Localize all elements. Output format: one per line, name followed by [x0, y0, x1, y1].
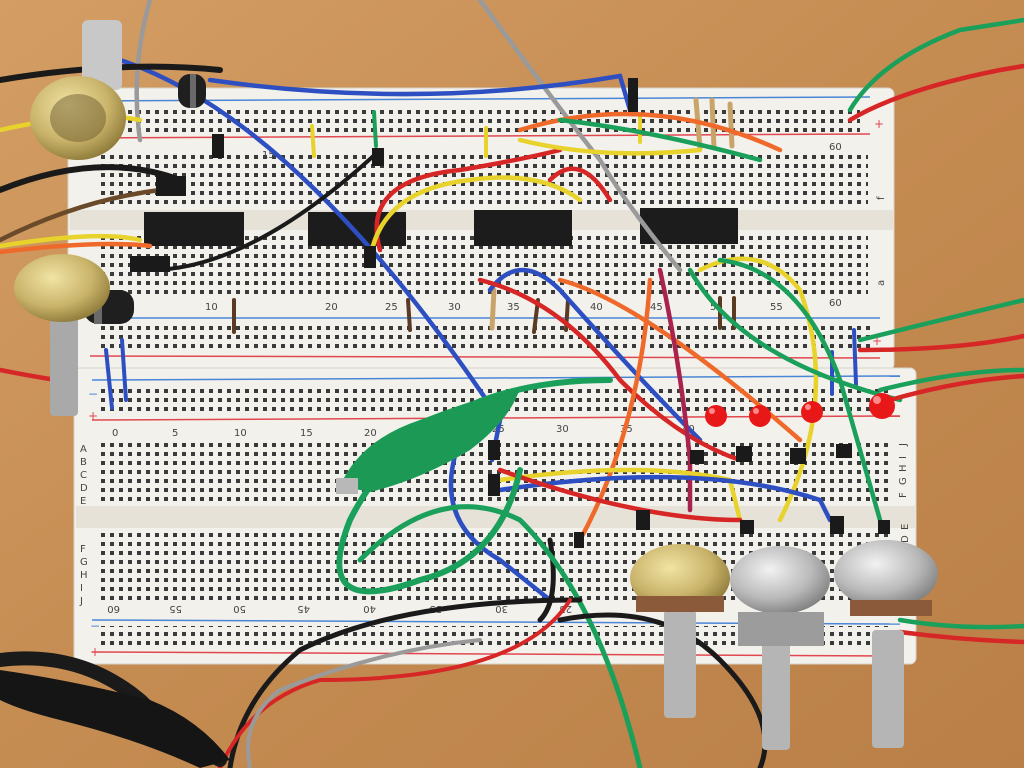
col-label: 10	[205, 302, 218, 313]
row-letter: D	[900, 535, 911, 543]
col-label: 55	[169, 603, 182, 614]
row-letter: F	[80, 544, 86, 555]
ic-chip	[144, 212, 244, 246]
red-led	[749, 405, 771, 427]
col-label: 0	[112, 428, 118, 439]
potentiometer	[14, 254, 110, 322]
row-letter: A	[80, 444, 87, 455]
row-letter: G	[80, 557, 88, 568]
row-letters: f	[876, 196, 887, 200]
row-letter: E	[900, 524, 911, 530]
col-label: 20	[364, 428, 377, 439]
potentiometer	[834, 540, 938, 608]
col-label: 15	[300, 428, 313, 439]
row-letter: D	[80, 483, 88, 494]
col-label: 15	[262, 150, 275, 161]
row-letter: H	[80, 570, 88, 581]
col-label: 40	[363, 603, 376, 614]
potentiometer	[730, 546, 830, 614]
row-letter: C	[80, 470, 87, 481]
col-label: 30	[556, 424, 569, 435]
row-letter: H	[898, 464, 909, 472]
row-letter: B	[80, 457, 87, 468]
row-letter: J	[898, 443, 909, 447]
red-led	[705, 405, 727, 427]
rail-plus-sign: +	[874, 117, 884, 131]
potentiometer	[630, 544, 730, 612]
row-letter: G	[898, 477, 909, 485]
ic-chip	[474, 210, 572, 246]
red-led	[869, 393, 895, 419]
row-letter: F	[898, 492, 909, 498]
rail-minus-sign: −	[88, 387, 98, 401]
col-label: 35	[507, 302, 520, 313]
rail-plus-sign: +	[90, 645, 100, 659]
col-label: 30	[495, 603, 508, 614]
col-label: 30	[448, 302, 461, 313]
row-letter: J	[79, 596, 83, 607]
red-led	[801, 401, 823, 423]
row-letter: I	[898, 456, 909, 459]
lower-row-letters-left: A B C D E F G H I J	[79, 444, 88, 607]
col-label: 55	[770, 302, 783, 313]
row-letters: a	[876, 280, 887, 286]
col-label: 45	[650, 302, 663, 313]
col-label: 40	[590, 302, 603, 313]
col-label: 10	[234, 428, 247, 439]
row-letter: I	[80, 583, 83, 594]
alligator-clip	[336, 388, 520, 494]
col-label: 25	[385, 302, 398, 313]
row-letter: E	[80, 496, 86, 507]
wire-ends	[130, 78, 890, 548]
col-label: 60	[107, 603, 120, 614]
black-clip	[0, 670, 230, 768]
col-label: 60	[829, 142, 842, 153]
col-label: 45	[297, 603, 310, 614]
rail-plus-sign: +	[88, 409, 98, 423]
rail-minus-sign: −	[90, 619, 100, 633]
leds	[705, 393, 895, 427]
potentiometers-bottom	[630, 540, 938, 750]
upper-row-letters: f a	[876, 196, 887, 286]
col-label: 60	[829, 298, 842, 309]
ic-chip	[308, 212, 406, 246]
col-label: 5	[172, 428, 178, 439]
potentiometers-left	[14, 20, 126, 416]
col-label: 50	[233, 603, 246, 614]
rail-plus-sign: +	[872, 334, 882, 348]
col-label: 20	[325, 302, 338, 313]
